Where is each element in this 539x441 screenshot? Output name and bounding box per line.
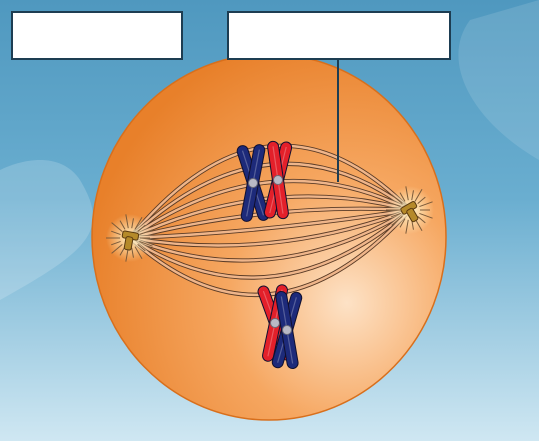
centromere — [271, 319, 280, 328]
centromere — [274, 176, 283, 185]
left-aster — [106, 214, 154, 262]
right-aster — [386, 186, 434, 234]
centromere — [283, 326, 292, 335]
label-box-left[interactable] — [11, 11, 183, 60]
label-box-right[interactable] — [227, 11, 451, 60]
centromere — [249, 179, 258, 188]
